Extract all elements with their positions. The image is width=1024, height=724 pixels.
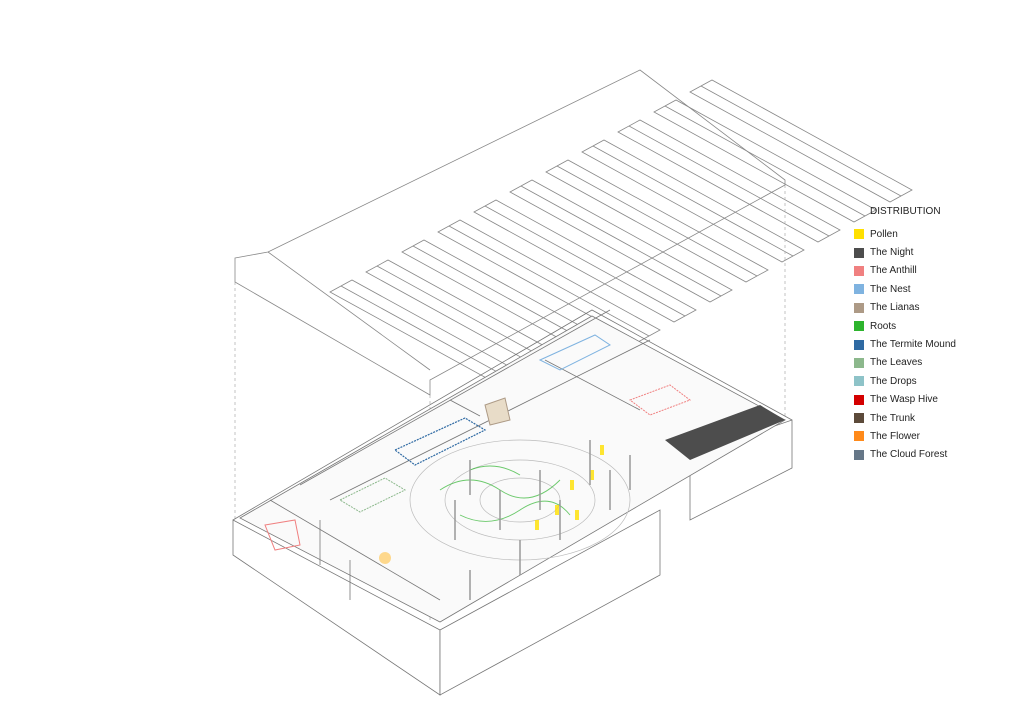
skylight-ridge [700, 85, 902, 197]
legend-swatch [854, 284, 864, 295]
legend-swatch [854, 302, 864, 313]
skylight [509, 179, 733, 303]
nest-zone [393, 417, 487, 466]
flower-zone [379, 552, 391, 564]
anthill-zone [264, 519, 301, 551]
skylight [545, 159, 769, 283]
skylight-ridge [628, 125, 830, 237]
legend-item: The Cloud Forest [854, 446, 956, 464]
legend-item: The Drops [854, 372, 956, 390]
anthill-zone-2 [628, 384, 692, 416]
legend-item: The Leaves [854, 354, 956, 372]
zones [264, 334, 785, 600]
legend-label: The Leaves [870, 357, 923, 369]
legend-swatch [854, 394, 864, 405]
legend-item: The Termite Mound [854, 335, 956, 353]
skylight-ridge [520, 185, 722, 297]
legend-label: The Nest [870, 283, 911, 295]
legend-swatch [854, 413, 864, 424]
legend-item: Pollen [854, 225, 956, 243]
building [232, 309, 793, 696]
skylight [653, 99, 877, 223]
legend-title: DISTRIBUTION [870, 206, 941, 217]
legend-item: The Night [854, 243, 956, 261]
legend-label: The Trunk [870, 412, 916, 424]
leaves-zone [338, 477, 407, 513]
skylight [581, 139, 805, 263]
skylight [689, 79, 913, 203]
legend-label: The Cloud Forest [870, 449, 948, 461]
legend-label: The Termite Mound [870, 339, 956, 351]
legend-swatch [854, 247, 864, 258]
skylight [473, 199, 697, 323]
roof [234, 69, 913, 403]
wall-front-right [439, 509, 661, 696]
legend-swatch [854, 357, 864, 368]
legend-item: The Trunk [854, 409, 956, 427]
skylight [617, 119, 841, 243]
tree-columns [454, 440, 631, 600]
legend-swatch [854, 229, 864, 240]
skylights [329, 79, 913, 403]
legend-label: The Flower [870, 430, 921, 442]
legend-label: The Night [870, 247, 914, 259]
legend-label: The Drops [870, 375, 917, 387]
legend-item: The Anthill [854, 262, 956, 280]
pollen-marks [535, 445, 604, 530]
legend-swatch [854, 449, 864, 460]
skylight-ridge [484, 205, 686, 317]
legend-label: Pollen [870, 228, 898, 240]
skylight-ridge [556, 165, 758, 277]
legend-item: The Nest [854, 280, 956, 298]
legend-swatch [854, 431, 864, 442]
lianas-zone [484, 397, 511, 426]
legend-label: The Lianas [870, 302, 920, 314]
legend-swatch [854, 339, 864, 350]
the-night-room [665, 405, 785, 460]
legend-label: Roots [870, 320, 897, 332]
legend-item: The Flower [854, 427, 956, 445]
roof-outline [234, 69, 786, 396]
legend-swatch [854, 265, 864, 276]
skylight-ridge [592, 145, 794, 257]
legend-item: The Wasp Hive [854, 391, 956, 409]
skylight-ridge [448, 225, 650, 337]
legend-swatch [854, 321, 864, 332]
legend-label: The Anthill [870, 265, 917, 277]
legend-item: The Lianas [854, 299, 956, 317]
skylight-ridge [664, 105, 866, 217]
legend-item: Roots [854, 317, 956, 335]
nest-blue [538, 334, 611, 371]
legend-swatch [854, 376, 864, 387]
legend-label: The Wasp Hive [870, 394, 938, 406]
skylight [437, 219, 661, 343]
